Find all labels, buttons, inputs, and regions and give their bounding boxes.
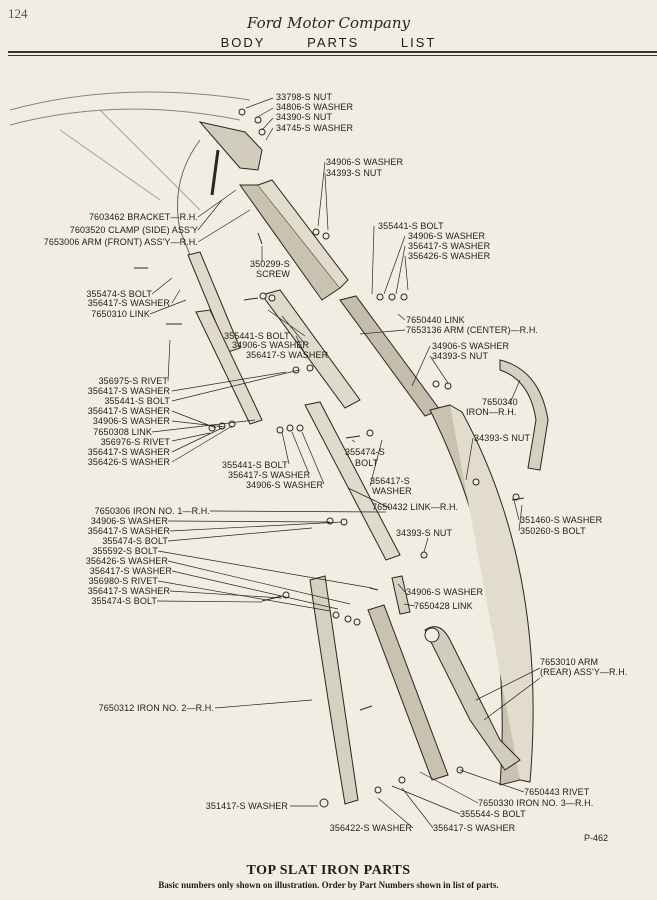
part-label: 356976-S RIVET bbox=[100, 437, 170, 447]
part-label: 350299-S bbox=[250, 259, 290, 269]
part-label: 7650310 LINK bbox=[91, 309, 150, 319]
part-label: 356426-S WASHER bbox=[408, 251, 491, 261]
part-label: SCREW bbox=[256, 269, 290, 279]
brand-logo: Ford Motor Company bbox=[247, 14, 410, 32]
part-label: 33798-S NUT bbox=[276, 92, 333, 102]
part-label: 34393-S NUT bbox=[326, 168, 383, 178]
part-label: 356417-S WASHER bbox=[87, 406, 170, 416]
part-label: 350260-S BOLT bbox=[520, 526, 586, 536]
part-label: 356980-S RIVET bbox=[88, 576, 158, 586]
part-label: 356417-S WASHER bbox=[87, 447, 170, 457]
page-number: 124 bbox=[8, 6, 28, 21]
part-label: 356975-S RIVET bbox=[98, 376, 168, 386]
part-label: 34906-S WASHER bbox=[408, 231, 486, 241]
part-label: 34745-S WASHER bbox=[276, 123, 354, 133]
part-label: 7650306 IRON NO. 1—R.H. bbox=[94, 506, 210, 516]
part-label: 355474-S bbox=[345, 447, 385, 457]
part-label: 355474-S BOLT bbox=[86, 289, 152, 299]
part-label: 34390-S NUT bbox=[276, 112, 333, 122]
part-label: WASHER bbox=[372, 486, 412, 496]
part-label: 7650432 LINK—R.H. bbox=[372, 502, 459, 512]
header-rule bbox=[8, 55, 657, 56]
part-label: 7650312 IRON NO. 2—R.H. bbox=[98, 703, 214, 713]
part-label: 356426-S WASHER bbox=[85, 556, 168, 566]
part-label: IRON—R.H. bbox=[466, 407, 517, 417]
part-label: 356417-S WASHER bbox=[246, 350, 329, 360]
part-label: (REAR) ASS'Y—R.H. bbox=[540, 667, 628, 677]
figure-reference: P-462 bbox=[584, 833, 609, 843]
part-label: 356417-S bbox=[370, 476, 410, 486]
part-label: 34393-S NUT bbox=[432, 351, 489, 361]
part-label: 7650443 RIVET bbox=[524, 787, 590, 797]
part-label: 351417-S WASHER bbox=[205, 801, 288, 811]
figure-title: TOP SLAT IRON PARTS bbox=[246, 863, 411, 878]
part-label: 355592-S BOLT bbox=[92, 546, 158, 556]
part-label: 7603520 CLAMP (SIDE) ASS'Y bbox=[69, 225, 198, 235]
part-label: 7650330 IRON NO. 3—R.H. bbox=[478, 798, 594, 808]
part-label: 356417-S WASHER bbox=[87, 526, 170, 536]
part-label: 356426-S WASHER bbox=[87, 457, 170, 467]
part-label: 355441-S BOLT bbox=[224, 331, 290, 341]
header-word: BODY bbox=[220, 35, 266, 50]
part-label: 356417-S WASHER bbox=[89, 566, 172, 576]
part-label: 7650428 LINK bbox=[414, 601, 473, 611]
part-label: 355441-S BOLT bbox=[378, 221, 444, 231]
part-label: 355441-S BOLT bbox=[104, 396, 170, 406]
figure-note: Basic numbers only shown on illustration… bbox=[158, 880, 499, 890]
header-word: LIST bbox=[400, 35, 437, 50]
part-label: 34906-S WASHER bbox=[232, 340, 310, 350]
part-label: 34906-S WASHER bbox=[326, 157, 404, 167]
part-label: 7653136 ARM (CENTER)—R.H. bbox=[406, 325, 539, 335]
header-word: PARTS bbox=[307, 35, 360, 50]
part-label: 355474-S BOLT bbox=[102, 536, 168, 546]
part-label: 7650440 LINK bbox=[406, 315, 465, 325]
part-label: 34906-S WASHER bbox=[90, 516, 168, 526]
part-label: 34393-S NUT bbox=[396, 528, 453, 538]
part-label: 34906-S WASHER bbox=[92, 416, 170, 426]
part-label: 356417-S WASHER bbox=[433, 823, 516, 833]
part-label: 355441-S BOLT bbox=[222, 460, 288, 470]
part-label: 356417-S WASHER bbox=[87, 586, 170, 596]
header-rule bbox=[8, 51, 657, 53]
part-label: 356417-S WASHER bbox=[87, 298, 170, 308]
part-label: 7653006 ARM (FRONT) ASS'Y—R.H. bbox=[43, 237, 198, 247]
part-label: 356417-S WASHER bbox=[228, 470, 311, 480]
part-label: 34906-S WASHER bbox=[246, 480, 324, 490]
part-label: 7603462 BRACKET—R.H. bbox=[88, 212, 198, 222]
part-label: 356417-S WASHER bbox=[87, 386, 170, 396]
part-label: 34393-S NUT bbox=[474, 433, 531, 443]
part-label: 34906-S WASHER bbox=[432, 341, 510, 351]
part-label: 7650308 LINK bbox=[93, 427, 152, 437]
part-label: 7653010 ARM bbox=[540, 657, 599, 667]
part-label: 355544-S BOLT bbox=[460, 809, 526, 819]
part-label: BOLT bbox=[355, 458, 379, 468]
part-label: 34906-S WASHER bbox=[406, 587, 484, 597]
part-label: 356422-S WASHER bbox=[329, 823, 412, 833]
part-label: 34806-S WASHER bbox=[276, 102, 354, 112]
page-header: BODY PARTS LIST bbox=[0, 35, 657, 50]
part-label: 356417-S WASHER bbox=[408, 241, 491, 251]
part-label: 351460-S WASHER bbox=[520, 515, 603, 525]
part-label: 355474-S BOLT bbox=[91, 596, 157, 606]
part-label: 7650340 bbox=[482, 397, 518, 407]
